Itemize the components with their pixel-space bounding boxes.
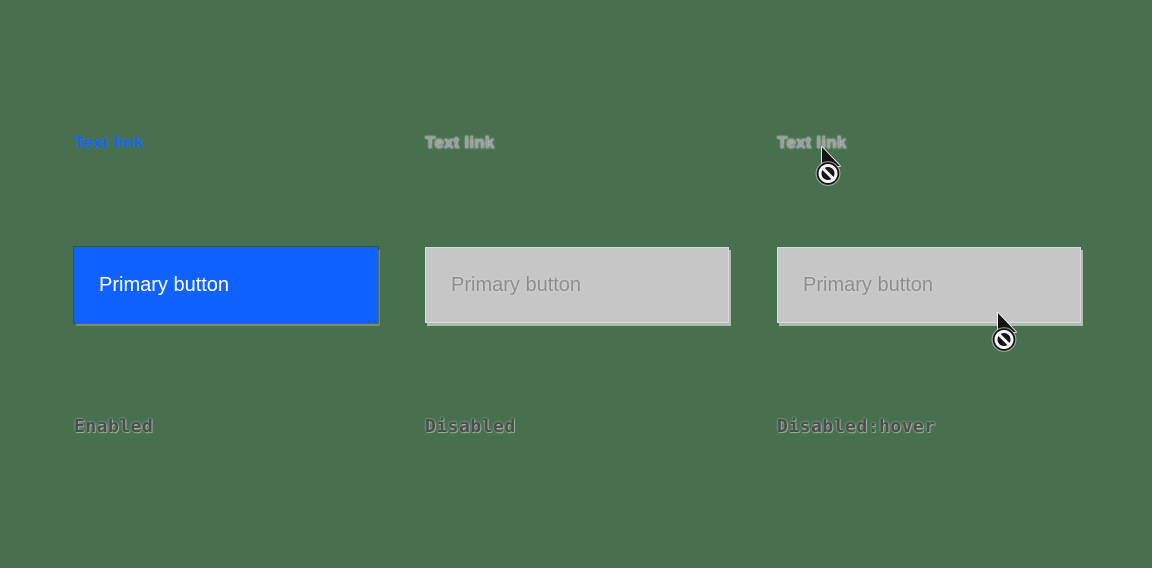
state-column-disabled: Text link Primary button Disabled	[425, 130, 729, 460]
state-label-disabled: Disabled	[425, 416, 516, 437]
text-link-disabled-hover: Text link	[777, 133, 847, 152]
text-link-disabled: Text link	[425, 133, 495, 152]
state-column-enabled: Text link Primary button Enabled	[74, 130, 378, 460]
state-column-disabled-hover: Text link Primary button Disabled:hover	[777, 130, 1081, 460]
primary-button-disabled: Primary button	[425, 247, 729, 323]
state-label-enabled: Enabled	[74, 416, 154, 437]
primary-button-disabled-hover: Primary button	[777, 247, 1081, 323]
state-label-disabled-hover: Disabled:hover	[777, 416, 936, 437]
primary-button-enabled[interactable]: Primary button	[74, 247, 378, 323]
text-link-enabled[interactable]: Text link	[74, 133, 144, 152]
